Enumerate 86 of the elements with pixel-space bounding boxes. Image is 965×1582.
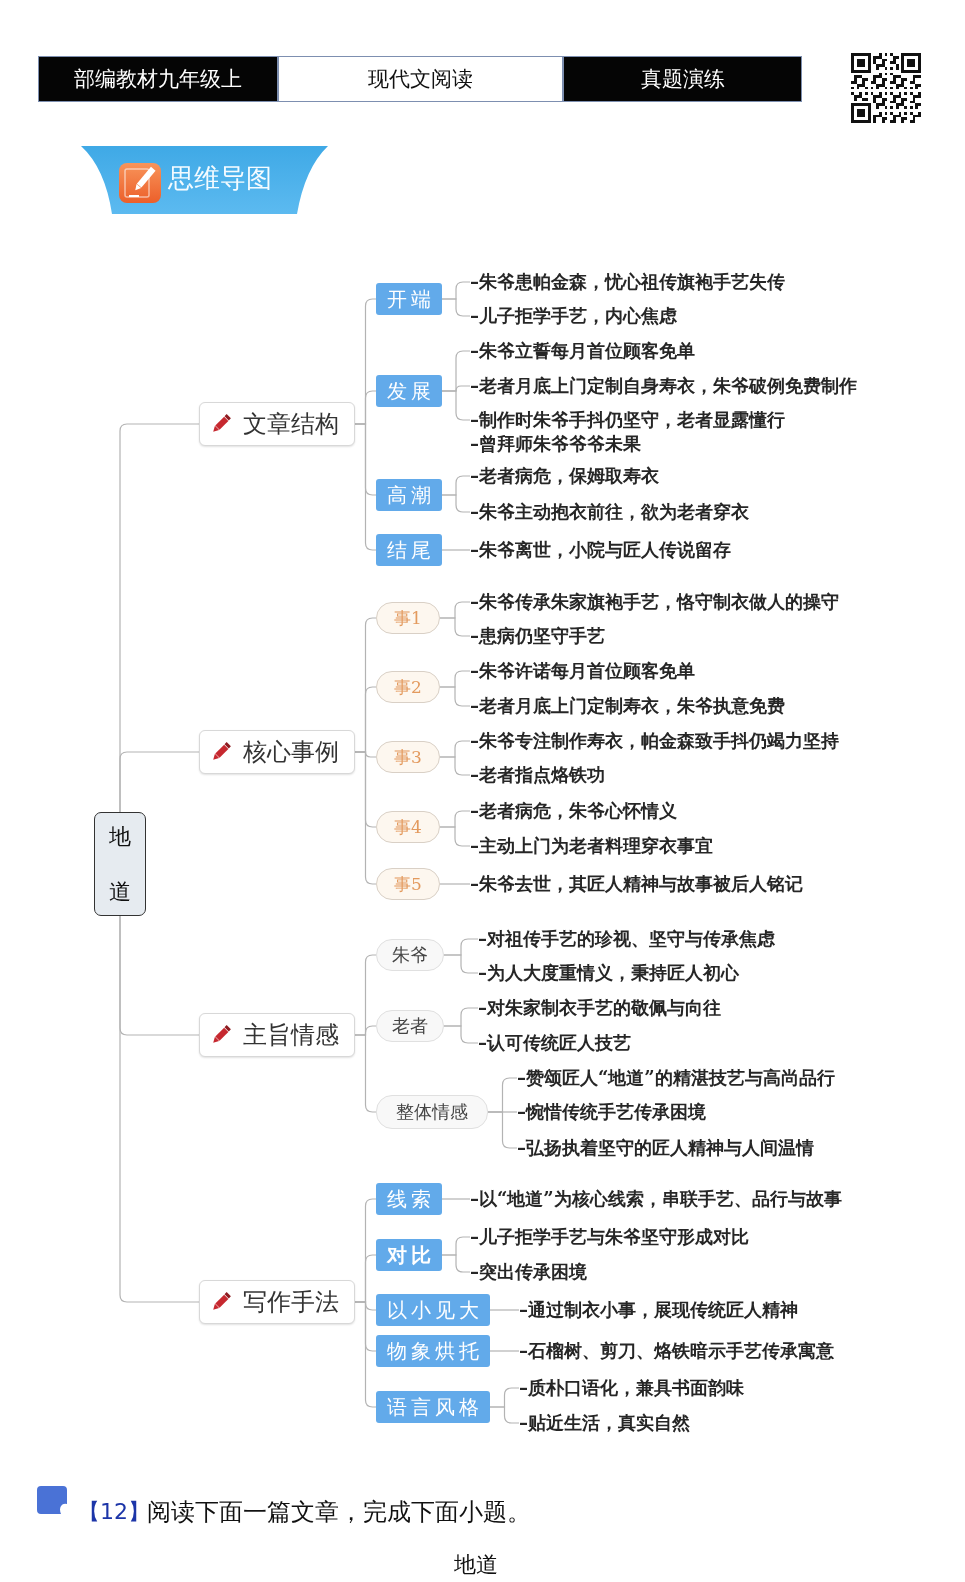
topic-pill: 整体情感 xyxy=(376,1095,488,1129)
branch-text: –朱爷患帕金森，忧心祖传旗袍手艺失传 xyxy=(470,270,785,294)
branch-text: –石榴树、剪刀、烙铁暗示手艺传承寓意 xyxy=(519,1339,834,1363)
topic-box: 语言风格 xyxy=(376,1391,490,1423)
topic-box: 高潮 xyxy=(376,479,442,511)
header-tab: 现代文阅读 xyxy=(278,56,563,102)
banner-ribbon xyxy=(81,146,328,214)
instruction-text: 阅读下面一篇文章，完成下面小题。 xyxy=(147,1497,531,1528)
branch-title: 核心事例 xyxy=(243,737,339,768)
branch-text: –贴近生活，真实自然 xyxy=(519,1411,690,1435)
connector-line xyxy=(354,423,377,551)
topic-box: 对比 xyxy=(376,1239,442,1271)
branch-text: –以“地道”为核心线索，串联手艺、品行与故事 xyxy=(470,1187,842,1211)
event-pill: 事5 xyxy=(376,868,440,900)
event-pill: 事4 xyxy=(376,811,440,843)
branch-text: –朱爷立誓每月首位顾客免单 xyxy=(470,339,695,363)
connector-line xyxy=(441,298,471,317)
connector-line xyxy=(119,751,200,813)
connector-line xyxy=(441,1198,471,1200)
branch-text: –惋惜传统手艺传承困境 xyxy=(517,1100,706,1124)
branch-text: –赞颂匠人“地道”的精湛技艺与高尚品行 xyxy=(517,1066,835,1090)
connector-line xyxy=(489,1309,520,1311)
branch-text: –朱爷专注制作寿衣，帕金森致手抖仍竭力坚持 xyxy=(470,729,839,753)
branch-box xyxy=(199,1013,355,1057)
header-tab: 部编教材九年级上 xyxy=(38,56,278,102)
topic-box: 结尾 xyxy=(376,534,442,566)
branch-text: –朱爷传承朱家旗袍手艺，恪守制衣做人的操守 xyxy=(470,590,839,614)
connector-line xyxy=(441,1254,471,1273)
branch-text: –制作时朱爷手抖仍坚守，老者显露懂行 xyxy=(470,408,785,432)
branch-text: –老者病危，朱爷心怀情义 xyxy=(470,799,677,823)
connector-line xyxy=(354,1301,377,1408)
connector-line xyxy=(441,549,471,551)
header-tab: 真题演练 xyxy=(563,56,802,102)
branch-box xyxy=(199,1280,355,1324)
connector-line xyxy=(119,915,200,1303)
branch-title: 写作手法 xyxy=(243,1287,339,1318)
connector-line xyxy=(443,1025,479,1044)
branch-text: –儿子拒学手艺与朱爷坚守形成对比 xyxy=(470,1225,749,1249)
event-pill: 事1 xyxy=(376,602,440,634)
branch-text: –朱爷离世，小院与匠人传说留存 xyxy=(470,538,731,562)
branch-text: –朱爷主动抱衣前往，欲为老者穿衣 xyxy=(470,500,749,524)
topic-box: 发展 xyxy=(376,375,442,407)
connector-line xyxy=(439,617,471,637)
topic-pill: 老者 xyxy=(376,1010,444,1042)
topic-box: 物象烘托 xyxy=(376,1335,490,1367)
branch-text: –朱爷许诺每月首位顾客免单 xyxy=(470,659,695,683)
branch-title: 主旨情感 xyxy=(243,1020,339,1051)
branch-text: –认可传统匠人技艺 xyxy=(478,1031,631,1055)
connector-line xyxy=(441,390,471,421)
branch-text: –老者月底上门定制寿衣，朱爷执意免费 xyxy=(470,694,785,718)
connector-line xyxy=(441,494,471,513)
connector-line xyxy=(439,826,471,847)
branch-text: –弘扬执着坚守的匠人精神与人间温情 xyxy=(517,1136,814,1160)
branch-text: –曾拜师朱爷爷爷未果 xyxy=(470,432,642,456)
branch-box xyxy=(199,402,355,446)
topic-box: 以小见大 xyxy=(376,1294,490,1326)
branch-text: –通过制衣小事，展现传统匠人精神 xyxy=(519,1298,798,1322)
connector-line xyxy=(439,686,471,707)
branch-text: –对朱家制衣手艺的敬佩与向往 xyxy=(478,996,721,1020)
connector-line xyxy=(443,954,479,974)
branch-text: –突出传承困境 xyxy=(470,1260,587,1284)
branch-text: –对祖传手艺的珍视、坚守与传承焦虑 xyxy=(478,927,775,951)
connector-line xyxy=(489,1350,520,1352)
banner-title: 思维导图 xyxy=(168,162,272,195)
event-pill: 事2 xyxy=(376,671,440,703)
connector-line xyxy=(489,1406,520,1424)
branch-text: –儿子拒学手艺，内心焦虑 xyxy=(470,304,677,328)
branch-text: –老者月底上门定制自身寿衣，朱爷破例免费制作 xyxy=(470,374,857,398)
branch-text: –患病仍坚守手艺 xyxy=(470,624,605,648)
branch-box xyxy=(199,730,355,774)
article-title: 地道 xyxy=(454,1551,498,1579)
connector-line xyxy=(439,756,471,776)
topic-box: 线索 xyxy=(376,1183,442,1215)
topic-box: 开端 xyxy=(376,283,442,315)
root-box: 地道 xyxy=(94,812,146,916)
branch-text: –为人大度重情义，秉持匠人初心 xyxy=(478,961,739,985)
connector-line xyxy=(354,751,377,885)
connector-line xyxy=(439,883,471,885)
branch-text: –老者病危，保姆取寿衣 xyxy=(470,464,659,488)
branch-text: –主动上门为老者料理穿衣事宜 xyxy=(470,834,713,858)
branch-text: –老者指点烙铁功 xyxy=(470,763,605,787)
topic-pill: 朱爷 xyxy=(376,939,444,971)
event-pill: 事3 xyxy=(376,741,440,773)
branch-title: 文章结构 xyxy=(243,409,339,440)
branch-text: –朱爷去世，其匠人精神与故事被后人铭记 xyxy=(470,872,803,896)
branch-text: –质朴口语化，兼具书面韵味 xyxy=(519,1376,744,1400)
